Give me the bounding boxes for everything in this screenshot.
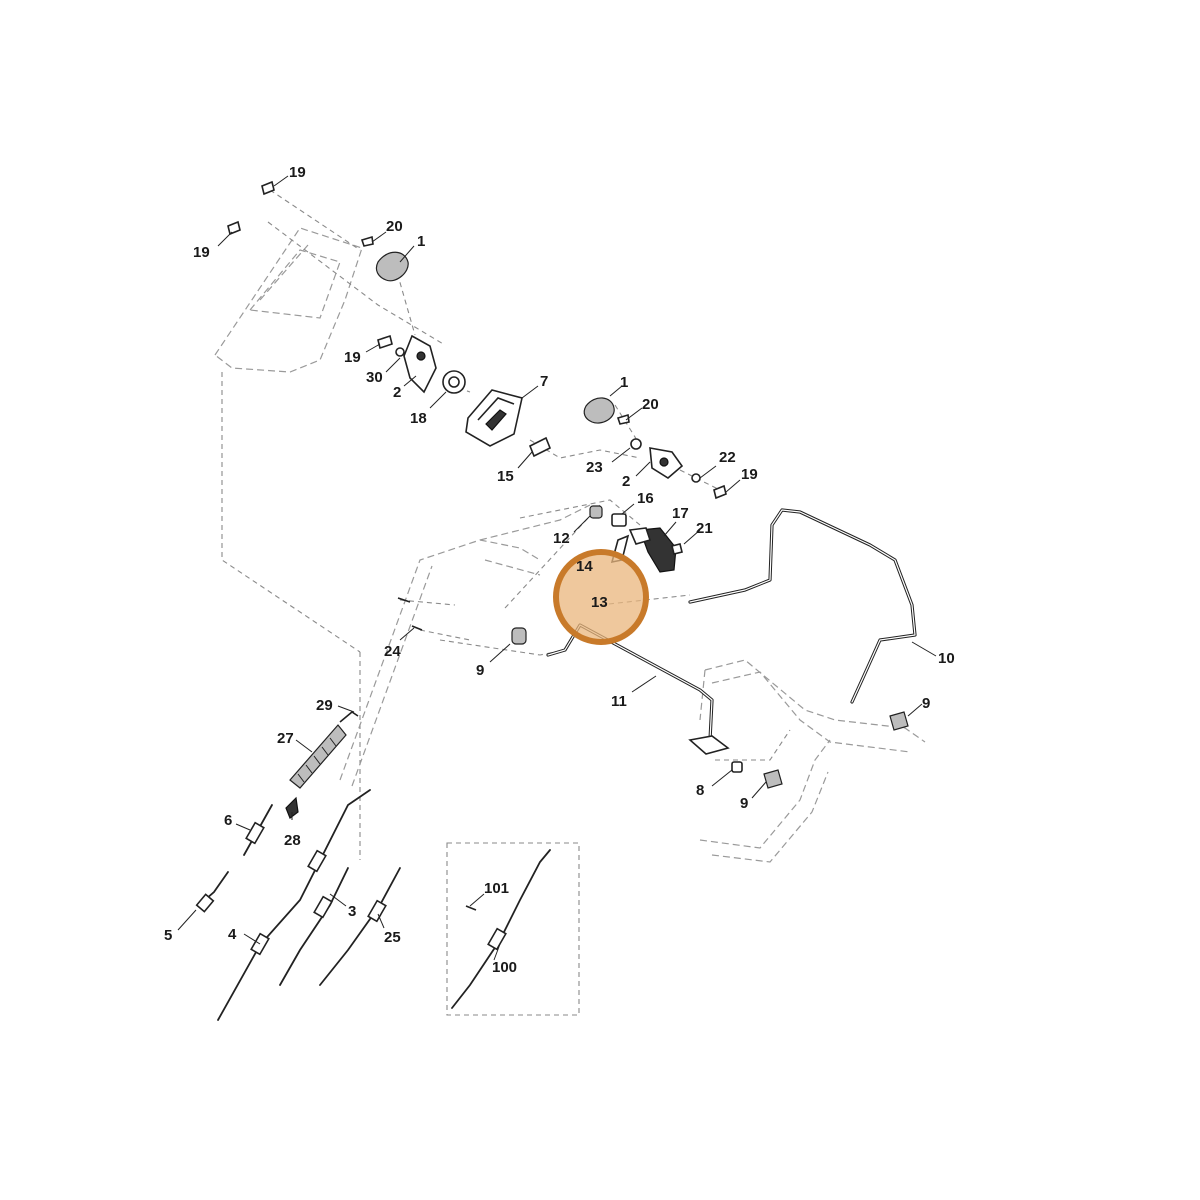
callout-27: 27 [277, 730, 294, 747]
callout-2: 2 [622, 473, 630, 490]
callout-25: 25 [384, 929, 401, 946]
callout-2: 2 [393, 384, 401, 401]
callout-9: 9 [740, 795, 748, 812]
parts [195, 180, 917, 1021]
callout-labels: 19 19 20 1 19 30 2 18 7 1 20 15 23 2 22 … [164, 164, 955, 976]
bracket-2a [403, 334, 437, 394]
callout-19: 19 [344, 349, 361, 366]
callout-14: 14 [576, 558, 593, 575]
inset-box [446, 842, 580, 1016]
screw-19d [713, 484, 727, 500]
bushing-12 [589, 505, 603, 519]
callout-9: 9 [476, 662, 484, 679]
pin-101 [465, 905, 477, 911]
knob-1a [375, 251, 409, 282]
callout-9: 9 [922, 695, 930, 712]
callout-3: 3 [348, 903, 356, 920]
callout-19: 19 [741, 466, 758, 483]
callout-13: 13 [591, 594, 608, 611]
callout-5: 5 [164, 927, 172, 944]
washer-30 [395, 347, 405, 357]
rod-10 [688, 508, 917, 704]
callout-20: 20 [642, 396, 659, 413]
screw-19a [261, 180, 275, 196]
cable-100 [451, 849, 551, 1009]
callout-30: 30 [366, 369, 383, 386]
spring-27 [289, 724, 347, 789]
callout-23: 23 [586, 459, 603, 476]
callout-12: 12 [553, 530, 570, 547]
cable-25 [319, 867, 401, 986]
pin-24b [411, 625, 423, 631]
callout-8: 8 [696, 782, 704, 799]
callout-6: 6 [224, 812, 232, 829]
cable-3 [279, 867, 349, 986]
callout-21: 21 [696, 520, 713, 537]
callout-11: 11 [611, 693, 627, 710]
cable-4 [217, 789, 371, 1021]
callout-17: 17 [672, 505, 689, 522]
bushing-9c [763, 769, 783, 789]
highlight-circle [553, 549, 649, 645]
hook-29 [339, 711, 359, 723]
callout-1: 1 [620, 374, 628, 391]
callout-29: 29 [316, 697, 333, 714]
spring-28 [285, 796, 299, 819]
callout-28: 28 [284, 832, 301, 849]
bushing-9b [889, 711, 909, 731]
part-8 [731, 761, 743, 773]
clip-15 [528, 436, 552, 458]
bushing-9a [511, 627, 527, 645]
callout-15: 15 [497, 468, 514, 485]
screw-20a [360, 235, 374, 247]
callout-18: 18 [410, 410, 427, 427]
screw-20b [616, 413, 630, 425]
pin-21 [671, 543, 683, 555]
washer-23 [630, 438, 642, 450]
screw-19c [377, 334, 393, 350]
callout-16: 16 [637, 490, 654, 507]
clip-11 [688, 735, 730, 755]
leader-lines [177, 175, 937, 961]
knob-1b [583, 397, 615, 424]
callout-19: 19 [289, 164, 306, 181]
callout-22: 22 [719, 449, 736, 466]
pin-24a [397, 597, 411, 603]
callout-19: 19 [193, 244, 210, 261]
callout-100: 100 [492, 959, 517, 976]
callout-101: 101 [484, 880, 509, 897]
callout-24: 24 [384, 643, 401, 660]
part-16 [611, 513, 627, 527]
callout-7: 7 [540, 373, 548, 390]
washer-22 [691, 473, 701, 483]
screw-19b [227, 220, 241, 236]
callout-20: 20 [386, 218, 403, 235]
callout-1: 1 [417, 233, 425, 250]
callout-10: 10 [938, 650, 955, 667]
callout-4: 4 [228, 926, 237, 943]
